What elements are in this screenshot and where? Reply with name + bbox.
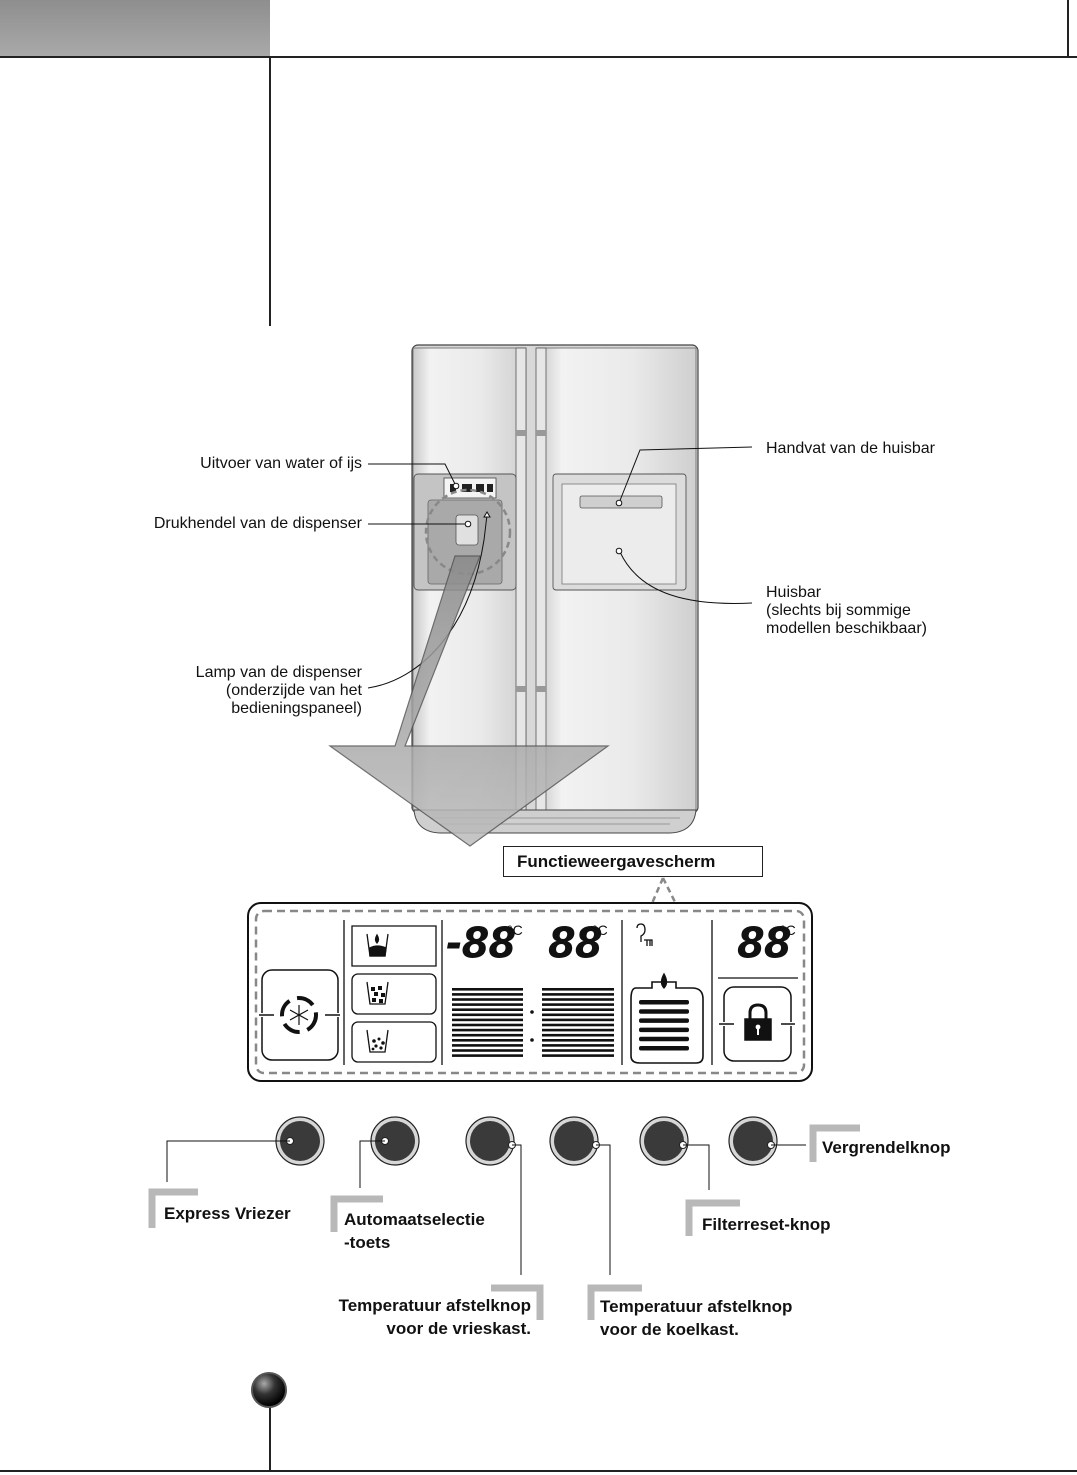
display-segment (452, 998, 523, 1001)
display-segment (542, 1013, 614, 1017)
label-fridge-temp: Temperatuur afstelknop voor de koelkast. (600, 1295, 792, 1341)
display-segment (452, 1039, 523, 1042)
function-display-label: Functieweergavescherm (503, 846, 763, 877)
header-right-border (1067, 0, 1069, 58)
display-segment (452, 1008, 523, 1011)
display-segment (542, 1008, 614, 1011)
filter-bars (639, 1000, 689, 1051)
display-segment (452, 1018, 523, 1022)
label-dispenser-select-line2: -toets (344, 1233, 391, 1252)
label-brackets (148, 1124, 860, 1320)
express-freezer-button[interactable] (275, 1116, 325, 1166)
dispenser-select-button[interactable] (370, 1116, 420, 1166)
freezer-temp-button[interactable] (465, 1116, 516, 1166)
callout-dispenser-lever: Drukhendel van de dispenser (153, 515, 362, 532)
label-filter-reset: Filterreset-knop (702, 1215, 831, 1234)
display-segment (452, 1054, 523, 1057)
filter-bar-segment (639, 1027, 689, 1033)
label-lock: Vergrendelknop (822, 1138, 951, 1157)
callout-dispenser-lamp: Lamp van de dispenser (onderzijde van he… (196, 664, 362, 718)
display-segment (452, 1044, 523, 1047)
filter-bar-segment (639, 1036, 689, 1042)
header-tab (0, 0, 270, 56)
label-freezer-temp: Temperatuur afstelknop voor de vrieskast… (339, 1294, 531, 1340)
callout-homebar-line2: (slechts bij sommige (766, 602, 911, 619)
callout-homebar: Huisbar (slechts bij sommige modellen be… (766, 584, 927, 638)
display-segment (542, 1003, 614, 1006)
callout-homebar-line3: modellen beschikbaar) (766, 620, 927, 637)
display-segment (542, 1023, 614, 1027)
fridge-temp-unit: °C (592, 922, 608, 938)
fridge-bar-graph (542, 988, 614, 1057)
callout-dispenser-lamp-line2: (onderzijde van het (225, 682, 362, 699)
freezer-temp-readout: -88 (446, 919, 516, 969)
button-leaders (166, 1140, 806, 1275)
display-segment (542, 1028, 614, 1032)
label-freezer-temp-line1: Temperatuur afstelknop (338, 1296, 531, 1315)
filter-reset-button[interactable] (639, 1116, 689, 1166)
display-segment (542, 1049, 614, 1052)
footer-rule (0, 1470, 1077, 1472)
callout-water-ice-outlet: Uitvoer van water of ijs (200, 455, 362, 472)
display-segment (542, 1054, 614, 1057)
display-segment (452, 993, 523, 996)
header-rule (0, 56, 1077, 58)
freezer-temp-unit: °C (507, 922, 523, 938)
display-segment (542, 988, 614, 991)
display-segment (452, 1028, 523, 1032)
display-segment (452, 1003, 523, 1006)
margin-rule-bottom (269, 1405, 271, 1472)
filter-bar-segment (639, 1046, 689, 1051)
cubed-ice-cup-icon (351, 973, 437, 1015)
display-segment (452, 1013, 523, 1017)
lock-button[interactable] (728, 1116, 778, 1166)
display-segment (542, 1039, 614, 1042)
callout-homebar-line1: Huisbar (766, 584, 822, 601)
filter-icon (630, 923, 704, 1064)
display-segment (542, 1018, 614, 1022)
fridge-temp-button[interactable] (549, 1116, 600, 1166)
callout-homebar-handle: Handvat van de huisbar (766, 440, 935, 457)
display-segment (452, 1049, 523, 1052)
display-segment (542, 1033, 614, 1037)
extra-temp-unit: °C (780, 922, 796, 938)
page-bullet-icon (251, 1372, 287, 1408)
callout-dispenser-lamp-line3: bedieningspaneel) (231, 700, 362, 717)
display-segment (542, 993, 614, 996)
display-segment (452, 1023, 523, 1027)
control-buttons (275, 1116, 778, 1166)
label-dispenser-select-line1: Automaatselectie (344, 1210, 485, 1229)
label-fridge-temp-line1: Temperatuur afstelknop (600, 1297, 793, 1316)
crushed-ice-cup-icon (351, 1021, 437, 1063)
lock-icon (718, 986, 796, 1062)
filter-bar-segment (639, 1009, 689, 1014)
function-display-panel (247, 902, 813, 1082)
fridge-temp-readout: 88 (548, 919, 603, 969)
display-segment (542, 998, 614, 1001)
label-dispenser-select: Automaatselectie -toets (344, 1208, 485, 1254)
snowflake-icon (258, 969, 342, 1061)
freezer-bar-graph (452, 988, 523, 1057)
label-express-freezer: Express Vriezer (164, 1204, 291, 1223)
filter-bar-segment (639, 1000, 689, 1005)
filter-bar-segment (639, 1018, 689, 1023)
down-arrow (328, 555, 610, 847)
water-cup-icon (351, 925, 437, 967)
label-fridge-temp-line2: voor de koelkast. (600, 1320, 739, 1339)
display-segment (542, 1044, 614, 1047)
display-label-connector (648, 877, 680, 909)
callout-dispenser-lamp-line1: Lamp van de dispenser (195, 664, 362, 681)
label-freezer-temp-line2: voor de vrieskast. (386, 1319, 531, 1338)
extra-temp-readout: 88 (737, 919, 792, 969)
margin-rule-top (269, 56, 271, 326)
display-segment (452, 1033, 523, 1037)
display-segment (452, 988, 523, 991)
